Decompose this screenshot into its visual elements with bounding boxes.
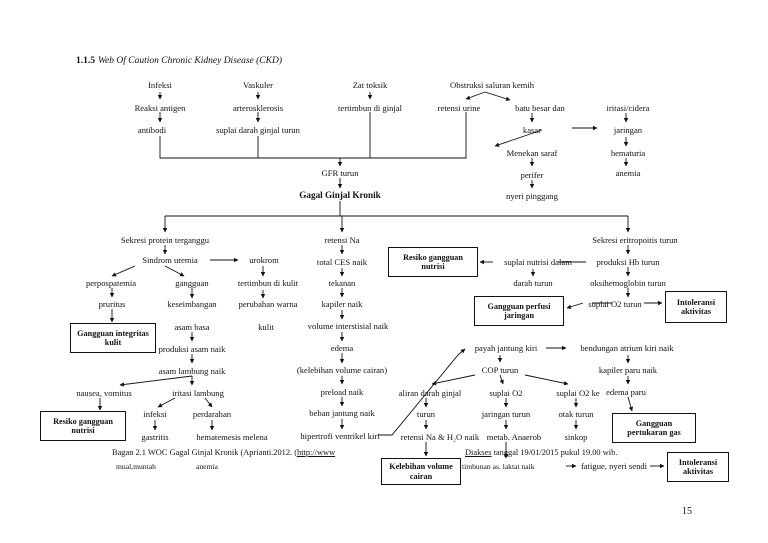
node-suplai-o2-ke: suplai O2 ke [556, 388, 600, 398]
box-gangguan-integritas-kulit: Gangguan integritas kulit [70, 323, 156, 353]
node-anemia-bottom: anemia [196, 462, 218, 471]
node-edema-paru: edema paru [606, 387, 646, 397]
page-number: 15 [682, 506, 692, 517]
caption-link[interactable]: http://www [297, 448, 336, 457]
node-tertimbun-ginjal: tertimbun di ginjal [338, 103, 402, 113]
section-number: 1.1.5 [76, 56, 95, 66]
node-oksihemoglobin: oksihemoglobin turun [590, 278, 666, 288]
node-otak-turun: otak turun [558, 409, 594, 419]
node-reaksi-antigen: Reaksi antigen [134, 103, 186, 113]
node-obstruksi: Obstruksi saluran kemih [449, 80, 535, 90]
node-kapiler-naik: kapiler naik [321, 299, 363, 309]
node-darah-turun: darah turun [513, 278, 553, 288]
node-jaringan: jaringan [613, 125, 643, 135]
node-infeksi-2: infeksi [143, 409, 167, 419]
box-gangguan-pertukaran-gas: Gangguan pertukaran gas [612, 413, 696, 443]
node-suplai-darah-ginjal: suplai darah ginjal turun [216, 125, 300, 135]
figure-caption: Bagan 2.1 WOC Gagal Ginjal Kronik (Apria… [112, 448, 336, 457]
node-perifer: perifer [520, 170, 544, 180]
node-beban-jantung: beban jantung naik [309, 408, 375, 418]
node-sekresi-eritropoitis: Sekresi eritropoitis turun [592, 235, 678, 245]
node-volume-interstisial: volume interstisial naik [307, 321, 389, 331]
node-anemia-top: anemia [615, 168, 641, 178]
node-tertimbun-kulit: tertimbun di kulit [237, 278, 299, 288]
box-gangguan-perfusi-jaringan: Gangguan perfusi jaringan [474, 296, 564, 326]
node-hematuria: hematuria [610, 148, 646, 158]
node-gangguan: gangguan [175, 278, 209, 288]
node-gagal-ginjal-kronik: Gagal Ginjal Kronik [299, 190, 381, 200]
node-arterosklerosis: arterosklerosis [232, 103, 284, 113]
node-sekresi-protein: Sekresi protein terganggu [120, 235, 210, 245]
node-asam-basa: asam basa [174, 322, 210, 332]
node-sinkop: sinkop [564, 432, 588, 442]
node-nyeri-pinggang: nyeri pinggang [506, 191, 558, 201]
node-payah-jantung: payah jantung kiri [474, 343, 538, 353]
node-timbunan: timbunan as. laktat naik [462, 462, 535, 471]
node-turun: turun [416, 409, 436, 419]
node-perpospatemia: perpospatemia [85, 278, 137, 288]
box-resiko-gangguan-nutrisi-left: Resiko gangguan nutrisi [40, 411, 126, 441]
node-retensi-na-h2o: retensi Na & H₂O naik [400, 432, 480, 442]
section-title: Web Of Caution Chronic Kidney Disease (C… [98, 56, 283, 66]
node-cop-turun: COP turun [481, 365, 519, 375]
node-keseimbangan: keseimbangan [167, 299, 217, 309]
node-kulit: kulit [258, 322, 274, 332]
node-aliran-darah: aliran darah ginjal [398, 388, 462, 398]
node-preload: preload naik [320, 387, 364, 397]
node-menekan-saraf: Menekan saraf [506, 148, 558, 158]
node-perdarahan: perdarahan [192, 409, 232, 419]
node-zat-toksik: Zat toksik [352, 80, 388, 90]
node-retensi-urine: retensi urine [437, 103, 481, 113]
node-tekanan: tekanan [328, 278, 356, 288]
node-edema: edema [330, 343, 354, 353]
node-produksi-asam: produksi asam naik [158, 344, 226, 354]
node-perubahan-warna: perubahan warna [238, 299, 298, 309]
node-hipertrofi: hipertrofi ventrikel kiri [300, 431, 380, 441]
node-metab-anaerob: metab. Anaerob [486, 432, 542, 442]
node-antibodi: antibodi [137, 125, 167, 135]
node-total-ces: total CES naik [316, 257, 368, 267]
node-gastritis: gastritis [141, 432, 169, 442]
node-sindrom-uremia: Sindrom uremia [142, 255, 198, 265]
box-resiko-gangguan-nutrisi-mid: Resiko gangguan nutrisi [388, 247, 478, 277]
node-urokrom: urokrom [249, 255, 279, 265]
box-intoleransi-aktivitas-2: Intoleransi aktivitas [667, 452, 729, 482]
node-suplai-nutrisi: suplai nutrisi dalam [504, 257, 572, 267]
node-kapiler-paru: kapiler paru naik [598, 365, 658, 375]
figure-caption-date: Diakses tanggal 19/01/2015 pukul 19.00 w… [465, 448, 618, 457]
box-kelebihan-volume-cairan: Kelebihan volume cairan [381, 458, 461, 485]
box-intoleransi-aktivitas-1: Intoleransi aktivitas [665, 291, 727, 323]
node-iritasi-cidera: iritasi/cidera [606, 103, 650, 113]
node-fatigue: fatigue, nyeri sendi [580, 461, 648, 471]
node-jaringan-turun: jaringan turun [481, 409, 531, 419]
node-vaskuler: Vaskuler [242, 80, 274, 90]
node-produksi-hb: produksi Hb turun [596, 257, 660, 267]
node-infeksi: Infeksi [148, 80, 172, 90]
node-kasar: kasar [522, 125, 542, 135]
node-nausea: nausea, vomitus [76, 388, 132, 398]
node-iritasi-lambung: iritasi lambung [172, 388, 224, 398]
node-retensi-na: retensi Na [324, 235, 360, 245]
node-suplai-o2-turun: suplai O2 turun [588, 299, 642, 309]
node-kelebihan-volume: (kelebihan volume cairan) [296, 365, 388, 375]
node-hematemesis: hematemesis melena [196, 432, 268, 442]
node-asam-lambung: asam lambung naik [158, 366, 226, 376]
node-mual-muntah: mual,muntah [116, 462, 156, 471]
node-suplai-o2: suplai O2 [489, 388, 523, 398]
node-bendungan-atrium: bendungan atrium kiri naik [580, 343, 674, 353]
node-batu-besar: batu besar dan [515, 103, 565, 113]
node-pruritus: pruritus [98, 299, 126, 309]
node-gfr-turun: GFR turun [321, 168, 359, 178]
